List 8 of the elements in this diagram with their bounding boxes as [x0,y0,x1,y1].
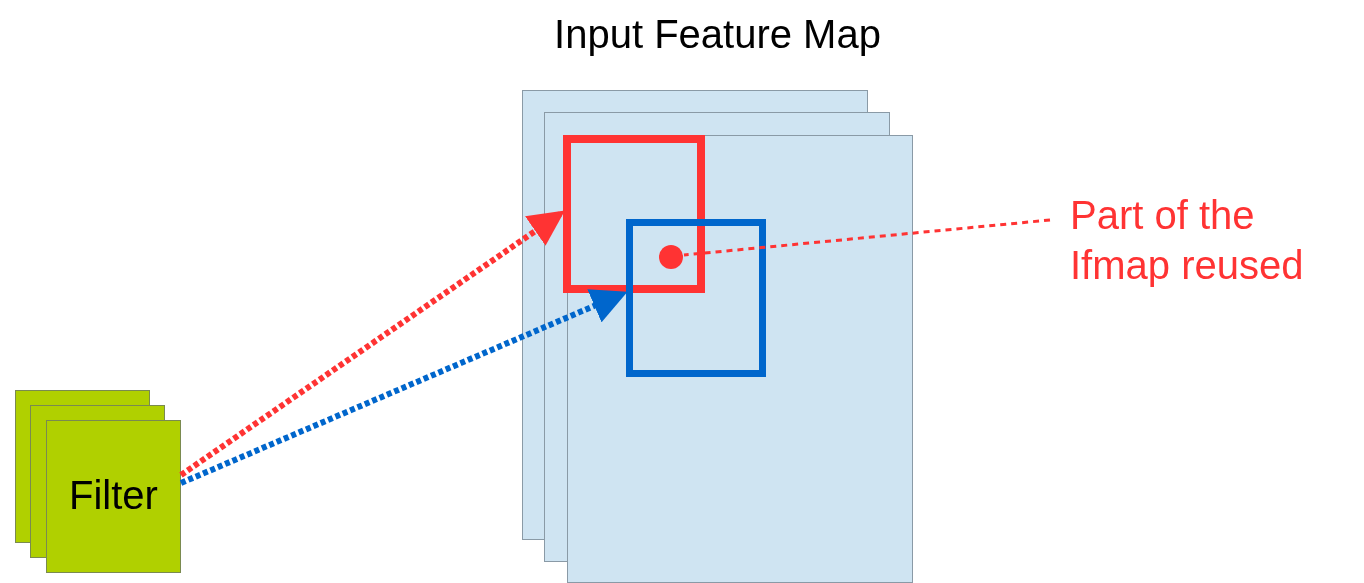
filter-label: Filter [68,473,159,518]
window-frame [563,135,705,293]
leader-line [683,218,1051,257]
arrow [179,210,565,478]
callout-text: Part of the Ifmap reused [1070,192,1305,289]
map-heading: Input Feature Map [553,12,882,57]
arrow [179,289,628,486]
window-frame [626,219,766,377]
